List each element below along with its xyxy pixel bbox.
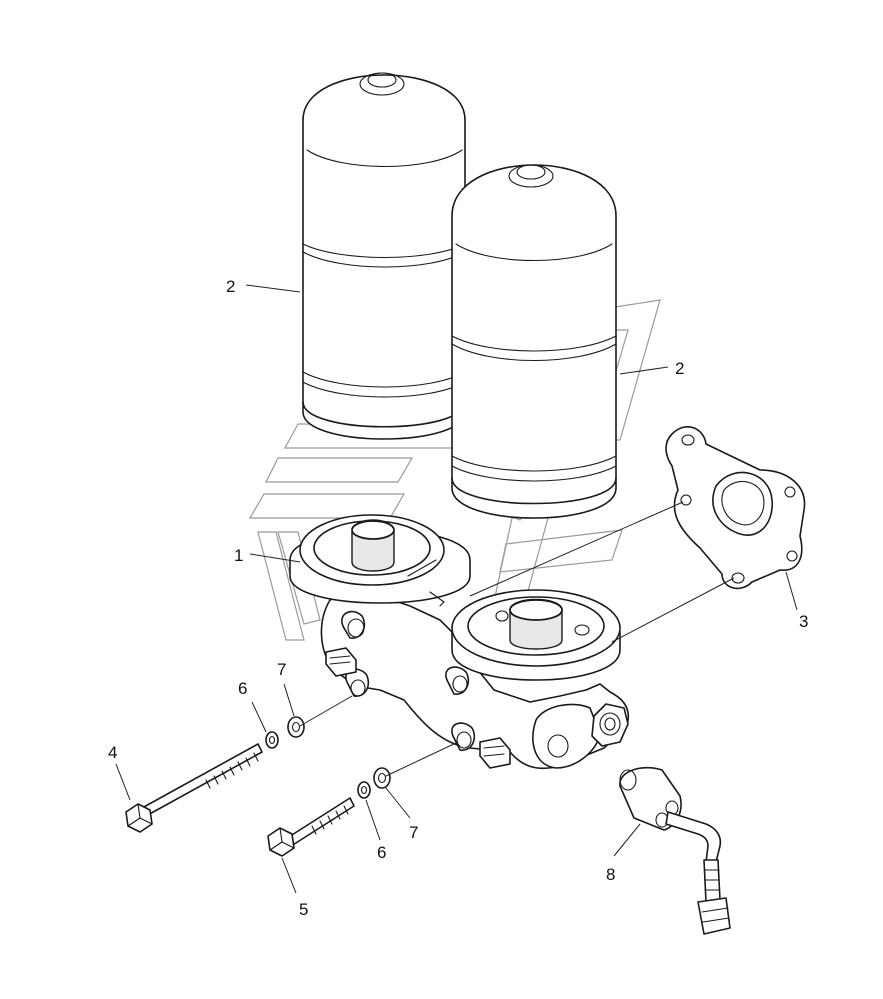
gasket — [665, 425, 806, 590]
washer-set-upper — [265, 716, 305, 749]
callout-7-upper: 7 — [277, 660, 286, 679]
callout-8: 8 — [606, 865, 615, 884]
callout-2-left: 2 — [226, 277, 235, 296]
filter-canister-right — [451, 164, 617, 519]
callout-4: 4 — [108, 743, 117, 762]
callout-2-right: 2 — [675, 359, 684, 378]
callout-6-lower: 6 — [377, 843, 386, 862]
callout-1: 1 — [234, 546, 243, 565]
filter-canister-left — [302, 72, 466, 440]
washer-set-lower — [357, 767, 391, 799]
filter-head — [289, 514, 630, 770]
callout-3: 3 — [799, 612, 808, 631]
leader-lines — [115, 284, 798, 894]
callout-6-upper: 6 — [238, 679, 247, 698]
pressure-sensor — [619, 766, 731, 935]
callout-5: 5 — [299, 900, 308, 919]
bolt-short — [267, 797, 355, 857]
callout-7-lower: 7 — [409, 823, 418, 842]
bolt-long — [125, 743, 263, 833]
callouts: 1 2 2 3 4 5 6 6 7 7 8 — [108, 277, 808, 919]
